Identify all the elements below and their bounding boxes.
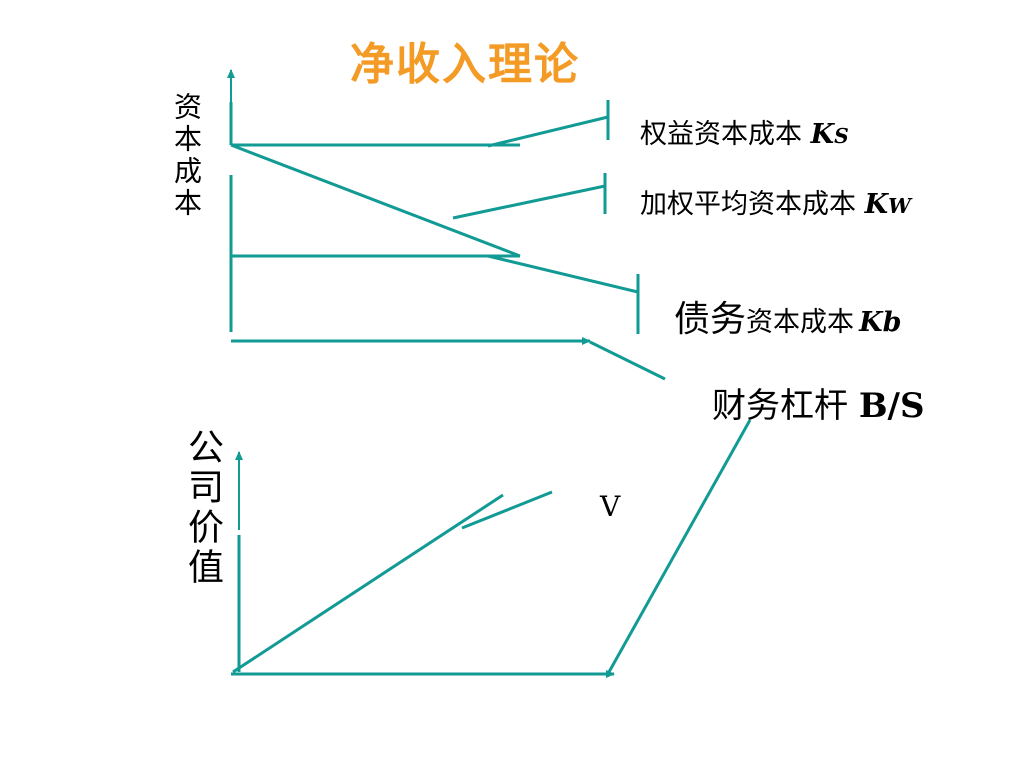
equity-cost-subscript: S [834, 124, 849, 148]
firm-value-line-label: V [600, 490, 621, 523]
wacc-subscript: W [888, 194, 911, 218]
debt-cost-subscript: b [882, 307, 902, 338]
firm-value-line [232, 493, 504, 674]
ks-leader [487, 100, 610, 148]
kw-leader [452, 173, 607, 220]
cost-of-capital-axis-label: 资本成本 [170, 92, 203, 220]
wacc-label: 加权平均资本成本 KW [640, 182, 911, 221]
equity-cost-label: 权益资本成本 KS [640, 112, 849, 151]
debt-cost-label: 债务资本成本 Kb [674, 290, 901, 342]
v-leader [461, 490, 553, 530]
leverage-name: 财务杠杆 [712, 386, 848, 426]
leverage-ratio: B/S [858, 386, 925, 426]
firm-value-axis-label: 公司价值 [182, 428, 223, 588]
kb-leader [487, 254, 640, 334]
equity-cost-symbol: K [810, 119, 835, 150]
bs-leader-long [607, 419, 752, 673]
wacc-name: 加权平均资本成本 [640, 189, 856, 220]
wacc-line [230, 143, 521, 258]
debt-cost-name: 资本成本 [746, 307, 855, 338]
debt-cost-prefix: 债务 [674, 299, 747, 340]
bs-leader-short [589, 340, 666, 381]
debt-cost-symbol: K [859, 307, 883, 338]
leverage-label: 财务杠杆 B/S [712, 378, 925, 427]
equity-cost-name: 权益资本成本 [640, 119, 802, 150]
slide-title: 净收入理论 [350, 39, 580, 90]
wacc-symbol: K [864, 189, 889, 220]
